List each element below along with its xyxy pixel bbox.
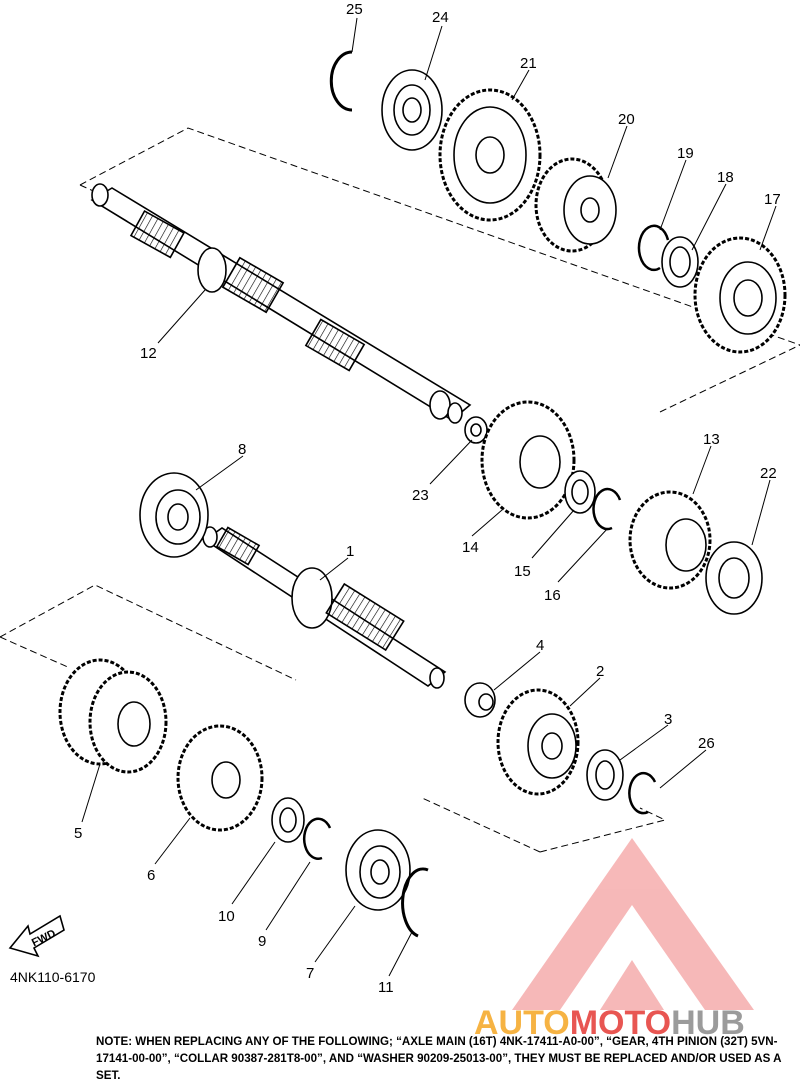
callout-23: 23: [412, 487, 429, 504]
watermark-logo: [512, 838, 754, 1010]
washer-10: [271, 797, 305, 843]
circlip-11: [401, 867, 429, 938]
callout-24: 24: [432, 9, 449, 26]
callout-26: 26: [698, 735, 715, 752]
callout-19: 19: [677, 145, 694, 162]
diagram-code: 4NK110-6170: [10, 969, 96, 985]
callout-20: 20: [618, 111, 635, 128]
fwd-arrow: FWD: [8, 914, 65, 958]
callout-17: 17: [764, 191, 781, 208]
callout-21: 21: [520, 55, 537, 72]
watermark-part-hub: HUB: [671, 1004, 745, 1042]
washer-3: [586, 749, 624, 801]
callout-22: 22: [760, 465, 777, 482]
main-axle-group-outline: [0, 584, 667, 853]
bearing-7: [345, 829, 411, 911]
gear-20: [534, 157, 617, 253]
callout-8: 8: [238, 441, 246, 458]
callout-10: 10: [218, 908, 235, 925]
callout-13: 13: [703, 431, 720, 448]
watermark-text: AUTOMOTOHUB: [474, 1004, 745, 1042]
callout-2: 2: [596, 663, 604, 680]
gear-2: [496, 688, 580, 796]
callout-25: 25: [346, 1, 363, 18]
callout-11: 11: [378, 979, 394, 996]
circlip-26: [628, 771, 657, 815]
circlip-16: [592, 487, 622, 531]
callout-4: 4: [536, 637, 544, 654]
callout-6: 6: [147, 867, 155, 884]
callout-12: 12: [140, 345, 157, 362]
bearing-24: [381, 69, 443, 151]
watermark-part-auto: AUTO: [474, 1004, 570, 1042]
circlip-25: [329, 50, 353, 112]
callout-5: 5: [74, 825, 82, 842]
gear-5: [58, 658, 168, 774]
bearing-22: [705, 541, 763, 615]
main-axle: [202, 526, 447, 689]
callout-1: 1: [346, 543, 354, 560]
gear-13: [628, 490, 712, 590]
callout-18: 18: [717, 169, 734, 186]
replacement-note: NOTE: WHEN REPLACING ANY OF THE FOLLOWIN…: [96, 1035, 782, 1082]
gear-17: [693, 236, 787, 354]
countershaft: [90, 183, 472, 424]
bearing-8: [139, 472, 209, 558]
gear-21: [438, 88, 542, 222]
callout-16: 16: [544, 587, 561, 604]
callout-14: 14: [462, 539, 479, 556]
washer-18: [661, 236, 699, 288]
watermark-part-moto: MOTO: [570, 1004, 671, 1042]
collar-4: [464, 682, 496, 718]
gear-6: [176, 724, 264, 832]
gear-14: [480, 400, 576, 520]
callout-15: 15: [514, 563, 531, 580]
circlip-19: [637, 224, 670, 272]
washer-15: [564, 470, 596, 514]
circlip-9: [302, 817, 332, 860]
leader-lines: [81, 17, 777, 977]
callout-7: 7: [306, 965, 314, 982]
collar-23: [464, 416, 488, 444]
callout-9: 9: [258, 933, 266, 950]
callout-3: 3: [664, 711, 672, 728]
callout-labels: 1 2 3 4 5 6 7 8 9 10 11 12 13 14 15 16 1…: [74, 1, 781, 996]
